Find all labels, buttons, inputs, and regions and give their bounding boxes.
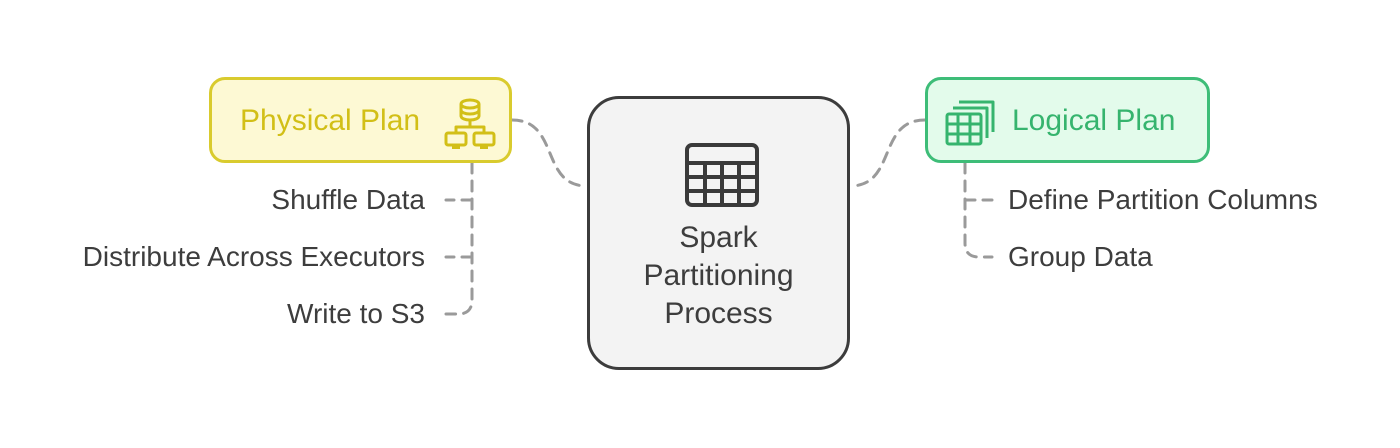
physical-item-write-s3: Write to S3 (287, 298, 425, 329)
logical-plan-label: Logical Plan (1012, 104, 1176, 137)
logical-item-group-data: Group Data (1008, 241, 1153, 272)
connector-logical-stem (963, 161, 994, 259)
logical-plan-node: Logical Plan (925, 77, 1210, 163)
physical-item-distribute: Distribute Across Executors (82, 241, 425, 272)
table-icon (685, 143, 759, 207)
connector-logical-to-center (848, 118, 927, 188)
connector-physical-to-center (510, 118, 589, 188)
center-title: Spark Partitioning Process (643, 221, 794, 330)
stacked-tables-icon (945, 100, 995, 146)
physical-plan-label: Physical Plan (240, 104, 421, 137)
database-network-icon (444, 98, 496, 149)
physical-plan-node: Physical Plan (209, 77, 512, 163)
center-node: Spark Partitioning Process (587, 96, 850, 370)
logical-item-define-partition: Define Partition Columns (1008, 184, 1318, 215)
connector-physical-stem (444, 161, 474, 316)
physical-item-shuffle-data: Shuffle Data (271, 184, 425, 215)
